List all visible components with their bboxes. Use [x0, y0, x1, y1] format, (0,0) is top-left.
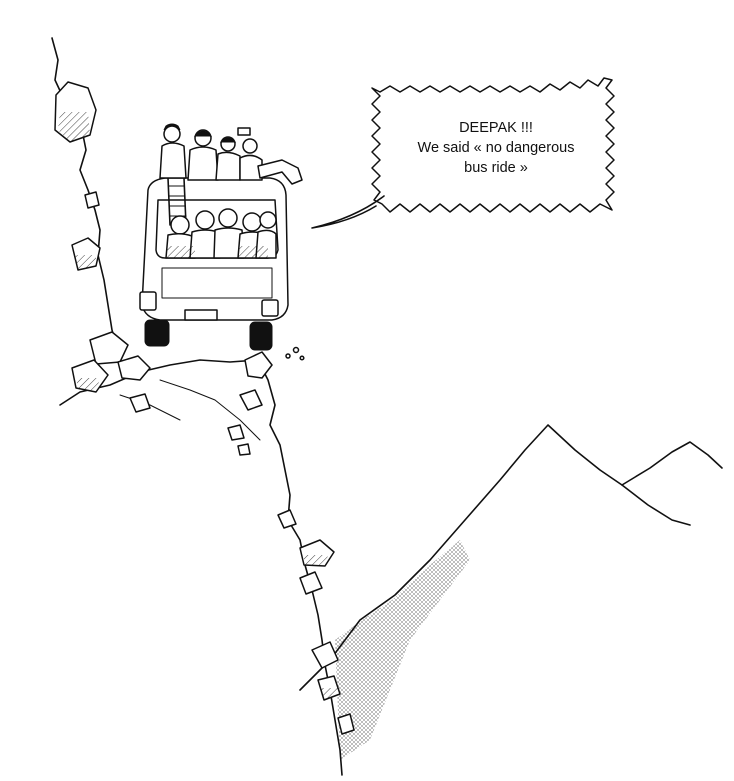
mountain-icon	[299, 424, 723, 760]
speech-line-1: DEEPAK !!!	[459, 120, 533, 136]
speech-line-3: bus ride »	[464, 160, 528, 176]
speech-line-2: We said « no dangerous	[417, 140, 575, 156]
speech-bubble-text: DEEPAK !!! We said « no dangerous bus ri…	[386, 118, 606, 178]
speech-bubble	[311, 77, 615, 229]
roof-passengers	[159, 123, 303, 185]
passenger-icon	[165, 208, 277, 259]
rock-icon	[54, 81, 355, 735]
bus-icon	[139, 177, 289, 351]
